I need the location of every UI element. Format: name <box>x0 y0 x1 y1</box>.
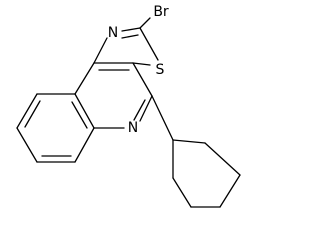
atom-label-bromine: Br <box>153 4 169 20</box>
bond-c7-c6 <box>16 127 38 163</box>
bond-c4a-c9a <box>74 93 95 129</box>
bond-n1-c2 <box>121 27 141 32</box>
double-bond-n1-c2 <box>121 34 139 39</box>
bond-cy3-cy4 <box>219 174 241 208</box>
bond-c9b-n1 <box>93 37 108 64</box>
benzene-ring <box>16 93 95 163</box>
bond-s3-c3a <box>132 62 151 66</box>
bond-cy2-cy3 <box>204 142 241 176</box>
pyridine-ring <box>74 62 153 129</box>
thiazole-ring <box>93 17 159 66</box>
double-bond-c4-n5 <box>133 99 146 121</box>
bond-c2-br <box>139 17 151 29</box>
bond-c5-c4a <box>74 127 95 163</box>
bond-c8-c7 <box>16 93 38 129</box>
atom-label-quinoline-nitrogen: N <box>128 120 138 136</box>
bond-c9a-c9b <box>74 62 95 95</box>
bond-c4-n5 <box>139 95 153 122</box>
bond-c2-s3 <box>139 27 159 61</box>
cyclohexyl-group <box>151 95 241 208</box>
atom-label-thiazole-sulfur: S <box>156 62 165 78</box>
bond-cy5-cy6 <box>172 177 192 208</box>
double-bond-c8-c7 <box>24 100 41 128</box>
bond-c3a-c4 <box>132 62 153 97</box>
atom-label-thiazole-nitrogen: N <box>108 25 118 41</box>
double-bond-c4a-c9a <box>71 101 88 129</box>
bond-cy1-cy2 <box>172 139 206 144</box>
bond-c4-cy1 <box>151 95 174 141</box>
molecule-structure: Br N S N <box>16 4 241 208</box>
